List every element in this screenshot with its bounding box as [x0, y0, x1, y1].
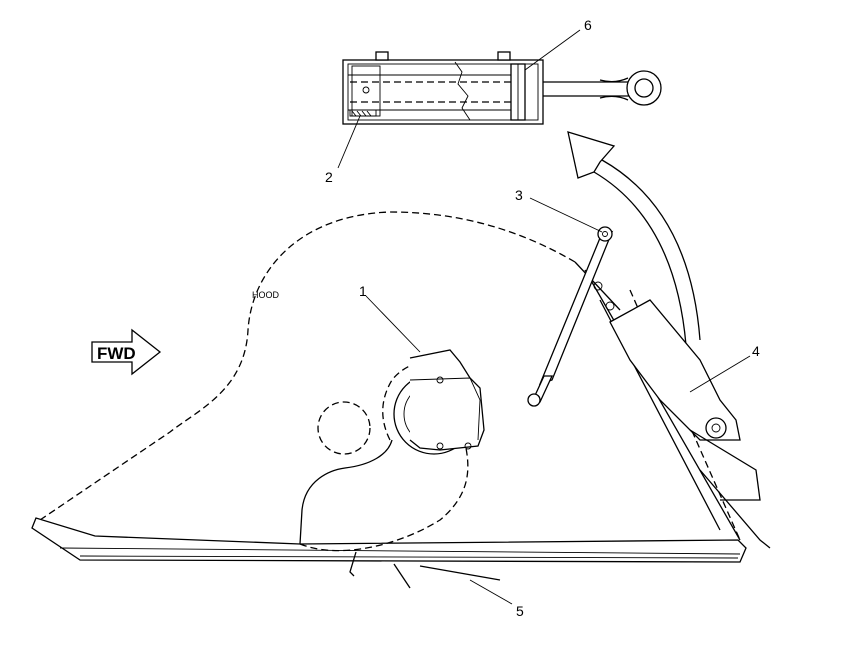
callout-4: 4 — [689, 343, 760, 393]
gas-strut — [527, 226, 614, 407]
rotation-arrow — [567, 131, 701, 346]
callout-5: 5 — [469, 579, 524, 619]
callout-2-label: 2 — [325, 169, 333, 185]
callout-5-label: 5 — [516, 603, 524, 619]
machine-body — [31, 261, 771, 589]
hood-label: HOOD — [252, 290, 280, 300]
hood-outline: HOOD — [39, 211, 576, 521]
callout-4-label: 4 — [752, 343, 760, 359]
callout-1: 1 — [359, 283, 421, 353]
hydraulic-cylinder — [342, 51, 662, 125]
callout-6: 6 — [524, 17, 592, 71]
callout-1-label: 1 — [359, 283, 367, 299]
forward-arrow-label: FWD — [97, 344, 136, 363]
callout-3-label: 3 — [515, 187, 523, 203]
callout-3: 3 — [515, 187, 603, 233]
callout-6-label: 6 — [584, 17, 592, 33]
forward-arrow: FWD — [91, 328, 162, 376]
callout-2: 2 — [325, 115, 361, 185]
